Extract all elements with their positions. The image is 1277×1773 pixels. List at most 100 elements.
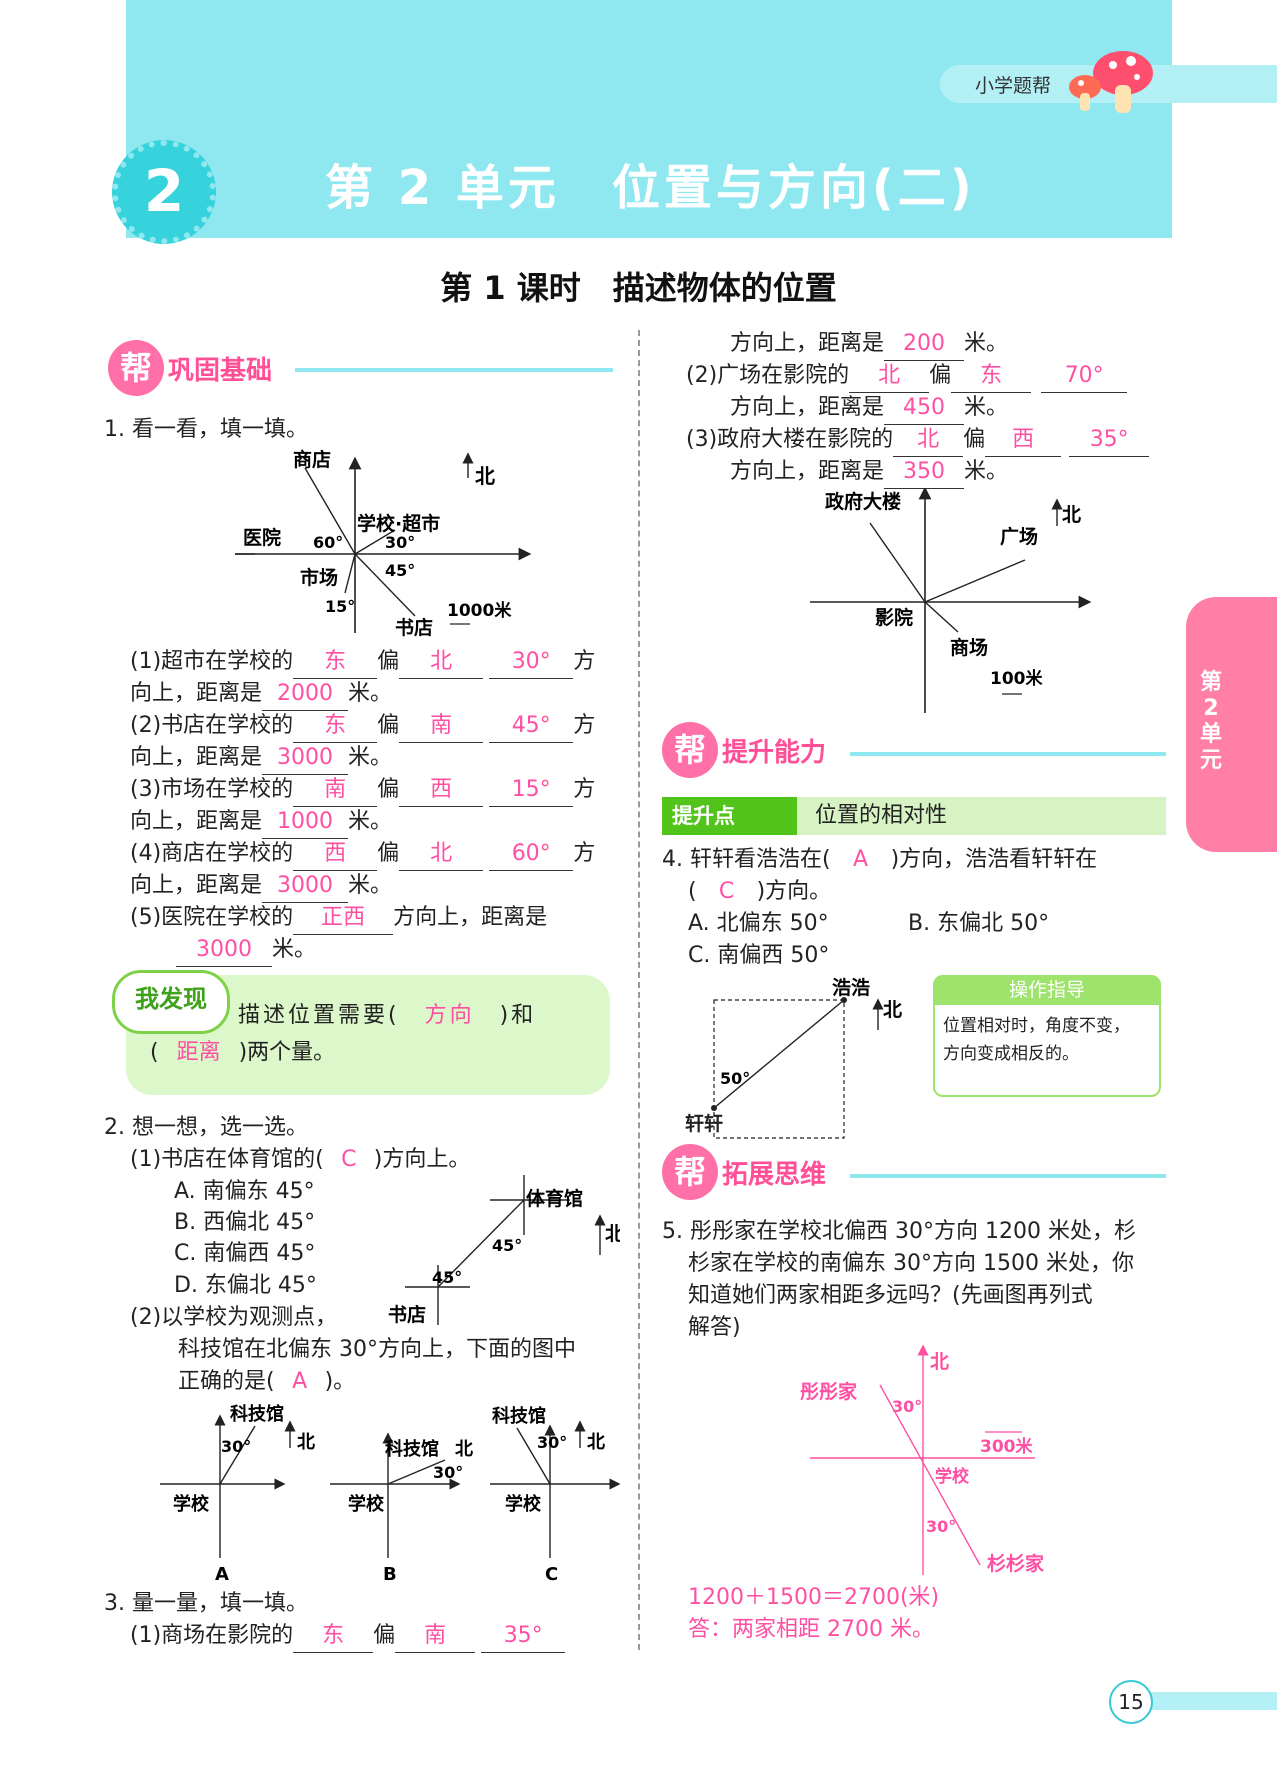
q5-school-label: 学校 <box>935 1466 970 1487</box>
q2-fig-c-label: C <box>545 1564 558 1585</box>
header-banner <box>126 0 1172 238</box>
q2-option-c: C. 南偏西 45° <box>174 1241 316 1266</box>
q5-scale-label: 300米 <box>980 1436 1033 1457</box>
q1-diagram: 北 商店 学校·超市 医院 市场 书店 1000米 60° 30° 45° 15… <box>235 448 532 638</box>
q3-gov-label: 政府大楼 <box>825 490 901 513</box>
tisheng-badge: 提升点 <box>662 797 797 835</box>
tip-head: 操作指导 <box>933 975 1161 1005</box>
q4-xuanxuan-label: 轩轩 <box>685 1113 724 1135</box>
lesson-title: 第 1 课时 描述物体的位置 <box>440 269 837 307</box>
q3-square-label: 广场 <box>1000 525 1038 548</box>
q2-fig-c-school: 学校 <box>505 1493 542 1515</box>
q2-north-label: 北 <box>605 1223 620 1245</box>
q3-scale-label: 100米 <box>990 668 1043 689</box>
unit-title: 第 2 单元 位置与方向(二) <box>325 160 976 216</box>
q1-item-5: (5)医院在学校的正西方向上，距离是 <box>130 902 547 935</box>
q2-fig-b-label: B <box>383 1564 397 1585</box>
q2-fig-b-angle: 30° <box>433 1463 463 1482</box>
tisheng-topic: 位置的相对性 <box>815 803 948 828</box>
tip-line-1: 位置相对时，角度不变， <box>943 1016 1130 1036</box>
q5-shan-label: 杉杉家 <box>987 1552 1045 1575</box>
q2-gym-label: 体育馆 <box>526 1187 583 1210</box>
page-number: 15 <box>1109 1680 1153 1724</box>
q2-part-2-a: (2)以学校为观测点， <box>130 1305 338 1330</box>
section-expand: 帮拓展思维 <box>662 1144 826 1200</box>
q5-line-3: 知道她们两家相距多远吗？(先画图再列式 <box>688 1283 1093 1308</box>
q2-fig-a-label: A <box>215 1564 229 1585</box>
q4-line-2: (C)方向。 <box>688 879 832 904</box>
q2-option-figures: 科技馆 30° 北 学校 A 科技馆 30° 北 学校 B 科技馆 30° 北 … <box>160 1403 621 1585</box>
q1-school-label: 学校·超市 <box>357 512 440 535</box>
q2-fig-b-north: 北 <box>455 1439 473 1460</box>
unit-number-badge: 2 <box>112 140 216 244</box>
discover-line-1: 描述位置需要(方向)和 <box>238 1003 537 1028</box>
banner-wave <box>126 200 1172 230</box>
q2-part-1: (1)书店在体育馆的(C)方向上。 <box>130 1147 471 1172</box>
q2-fig-b-school: 学校 <box>348 1493 385 1515</box>
q5-line-1: 5. 彤彤家在学校北偏西 30°方向 1200 米处，杉 <box>662 1219 1136 1244</box>
q2-title: 2. 想一想，选一选。 <box>104 1115 308 1140</box>
q4-north-label: 北 <box>883 999 902 1021</box>
q2-fig-a-tech: 科技馆 <box>230 1403 284 1425</box>
q2-fig-a-angle: 30° <box>221 1437 251 1456</box>
brand-name: 小学题帮 <box>975 75 1052 97</box>
q2-bookstore-label: 书店 <box>388 1303 426 1325</box>
q2-fig-c-north: 北 <box>587 1432 605 1453</box>
column-divider <box>638 330 640 1650</box>
q5-line-2: 杉家在学校的南偏东 30°方向 1500 米处，你 <box>688 1251 1134 1276</box>
q2-option-b: B. 西偏北 45° <box>174 1210 316 1235</box>
unit-side-tab <box>1186 597 1277 852</box>
section-improve: 帮提升能力 <box>662 722 826 778</box>
q5-angle-2: 30° <box>926 1517 956 1536</box>
q1-angle-45: 45° <box>385 561 415 580</box>
q2-option-a: A. 南偏东 45° <box>174 1179 315 1204</box>
q5-tong-label: 彤彤家 <box>800 1380 858 1403</box>
q3-title: 3. 量一量，填一填。 <box>104 1591 308 1616</box>
q1-market-label: 市场 <box>300 566 338 589</box>
discover-line-2: (距离)两个量。 <box>150 1040 336 1065</box>
q1-title: 1. 看一看，填一填。 <box>104 417 308 442</box>
q2-fig-b-tech: 科技馆 <box>385 1438 439 1460</box>
section-basic: 帮巩固基础 <box>108 340 272 396</box>
q1-shop-label: 商店 <box>293 448 331 471</box>
q3-diagram: 政府大楼 北 广场 影院 商场 100米 <box>810 488 1092 713</box>
q1-scale-label: 1000米 <box>447 600 512 621</box>
q4-line-1: 4. 轩轩看浩浩在(A)方向，浩浩看轩轩在 <box>662 847 1098 872</box>
unit-side-tab-label: 第2单元 <box>1199 670 1222 773</box>
q2-diagram: 体育馆 北 45° 45° 书店 <box>388 1175 620 1325</box>
q5-line-4: 解答) <box>688 1315 741 1340</box>
q4-haohao-label: 浩浩 <box>832 977 870 999</box>
q1-angle-30: 30° <box>385 533 415 552</box>
q2-fig-a-north: 北 <box>297 1432 315 1453</box>
tip-line-2: 方向变成相反的。 <box>943 1044 1079 1064</box>
q5-answer-2: 答：两家相距 2700 米。 <box>688 1617 934 1642</box>
q4-diagram: 浩浩 北 50° <box>711 977 902 1139</box>
q2-option-d: D. 东偏北 45° <box>174 1273 317 1298</box>
section-basic-label: 巩固基础 <box>168 355 273 386</box>
q4-option-c: C. 南偏西 50° <box>688 943 830 968</box>
q2-angle-1: 45° <box>492 1236 522 1255</box>
section-basic-badge: 帮 <box>108 340 164 396</box>
discover-badge: 我发现 <box>112 970 230 1034</box>
section-expand-label: 拓展思维 <box>722 1159 827 1190</box>
mushroom-icon <box>1069 51 1153 113</box>
q4-option-b: B. 东偏北 50° <box>908 911 1050 936</box>
q2-fig-c-tech: 科技馆 <box>492 1405 546 1427</box>
q3-cinema-label: 影院 <box>875 606 913 629</box>
q1-angle-60: 60° <box>313 533 343 552</box>
section-improve-badge: 帮 <box>662 722 718 778</box>
q2-angle-2: 45° <box>432 1268 462 1287</box>
page-number-bar <box>1150 1692 1277 1710</box>
q4-option-a: A. 北偏东 50° <box>688 911 829 936</box>
